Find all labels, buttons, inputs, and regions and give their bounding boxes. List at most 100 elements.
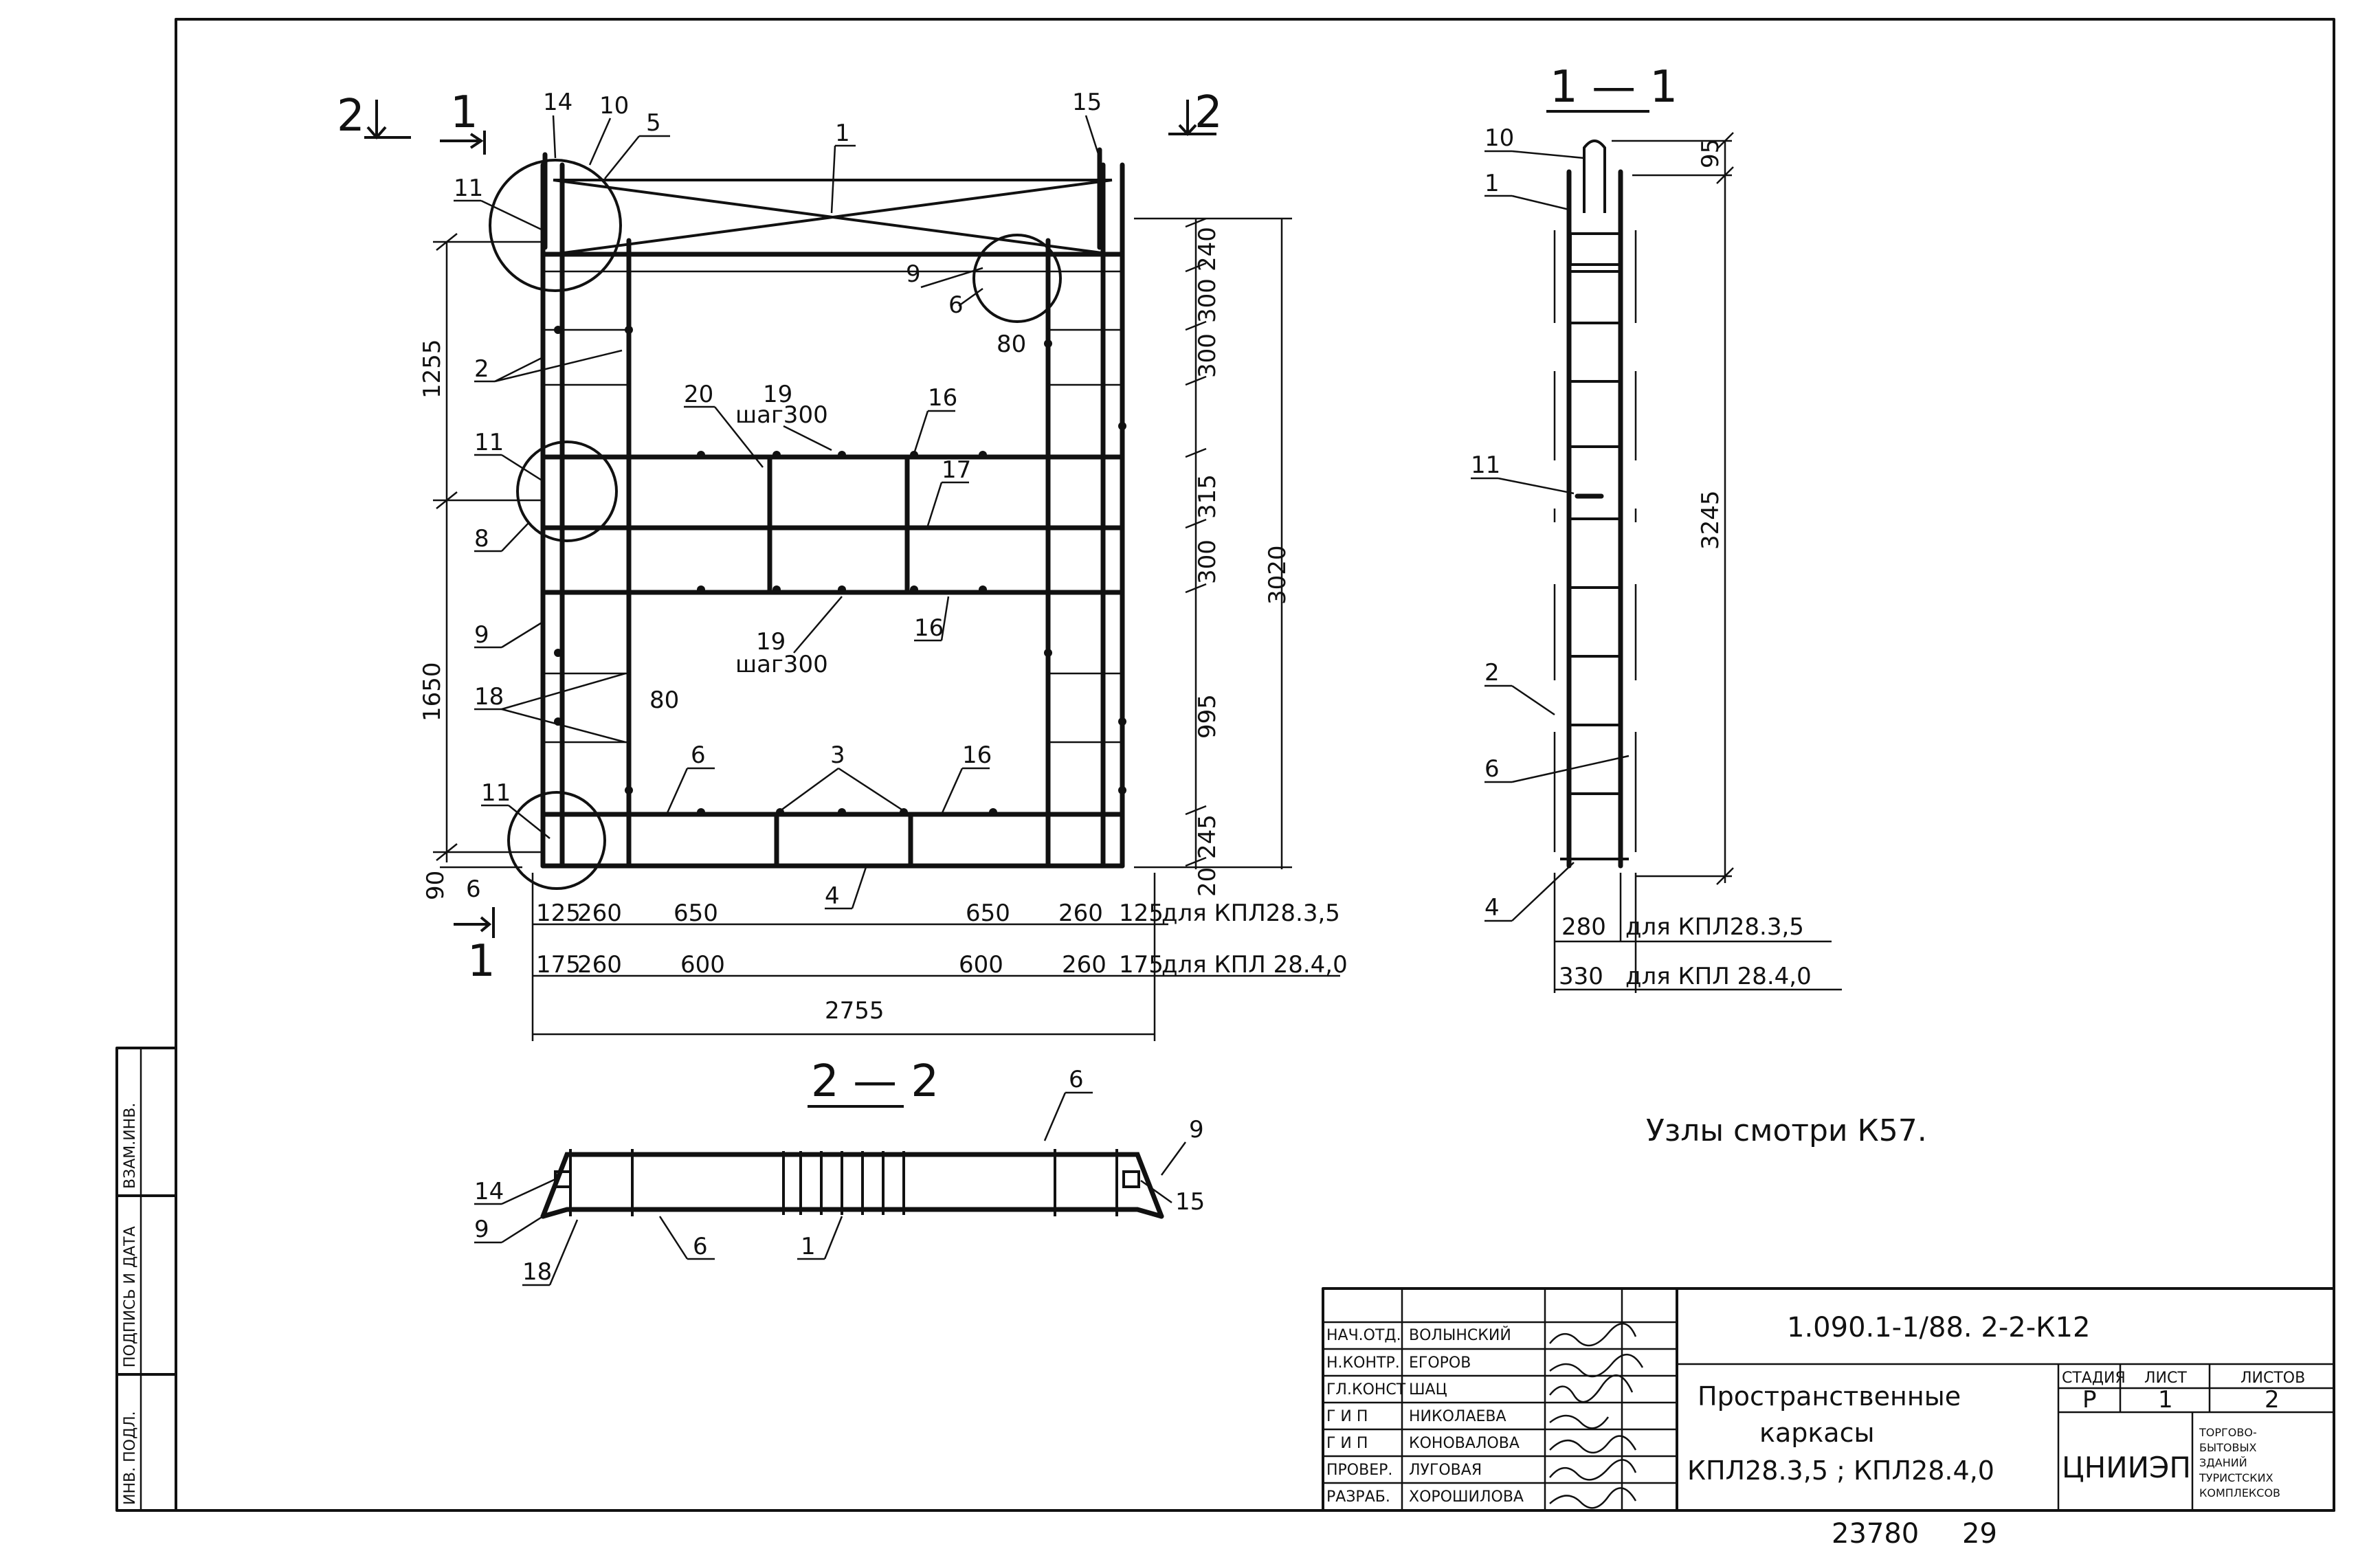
dim-2755: 2755 bbox=[825, 997, 885, 1025]
s22-pos-14: 14 bbox=[474, 1178, 504, 1205]
pos-16-a: 16 bbox=[928, 384, 957, 412]
s11-pos-10: 10 bbox=[1484, 124, 1514, 152]
sheet-frame bbox=[175, 18, 2335, 1512]
section-1-1-view: 1 — 1 95 3245 bbox=[1471, 62, 1842, 993]
dim-245: 245 bbox=[1194, 814, 1221, 859]
dim-1650: 1650 bbox=[419, 662, 446, 722]
s22-pos-6-bottom: 6 bbox=[693, 1233, 708, 1260]
dim-330: 330 bbox=[1559, 963, 1603, 990]
tb-sheet: 1 bbox=[2158, 1386, 2173, 1414]
tb-sheets-header: ЛИСТОВ bbox=[2240, 1370, 2305, 1387]
pos-11-a: 11 bbox=[454, 175, 483, 202]
side-stamp: ИНВ. ПОДЛ. ПОДПИСЬ И ДАТА ВЗАМ.ИНВ. bbox=[115, 1047, 177, 1512]
note-for-kpl-40: для КПЛ 28.4,0 bbox=[1161, 951, 1348, 979]
tb-role-0: НАЧ.ОТД. bbox=[1326, 1327, 1401, 1344]
pos-4: 4 bbox=[825, 882, 840, 910]
dim-600-l: 600 bbox=[680, 951, 725, 979]
tb-org-note-3: ЗДАНИЙ bbox=[2199, 1456, 2247, 1469]
pos-6-top: 6 bbox=[948, 291, 964, 319]
dim-650-r: 650 bbox=[966, 900, 1010, 927]
pos-17: 17 bbox=[942, 456, 971, 484]
pos-11-c: 11 bbox=[481, 779, 511, 807]
signatures bbox=[1549, 1322, 1644, 1509]
tb-org-note-4: ТУРИСТСКИХ bbox=[2199, 1471, 2273, 1484]
section-1-1-title: 1 — 1 bbox=[1550, 62, 1678, 113]
dim-300-a: 300 bbox=[1194, 278, 1221, 323]
tb-sheets: 2 bbox=[2265, 1386, 2280, 1414]
tb-role-3: Г И П bbox=[1326, 1408, 1368, 1425]
section-mark-2-left: 2 bbox=[337, 91, 365, 142]
dim-80-top: 80 bbox=[997, 331, 1026, 358]
dim-995: 995 bbox=[1194, 694, 1221, 739]
dim-3020: 3020 bbox=[1264, 545, 1291, 605]
pos-9-mid: 9 bbox=[474, 621, 489, 649]
dim-80-mid: 80 bbox=[649, 687, 679, 714]
section-2-2-view: 2 — 2 6 9 15 14 9 18 6 1 bbox=[474, 1056, 1205, 1286]
step-mid: шаг300 bbox=[735, 651, 828, 678]
pos-6-mid: 6 bbox=[691, 741, 706, 769]
dim-240: 240 bbox=[1194, 227, 1221, 271]
dim-3245: 3245 bbox=[1697, 490, 1724, 550]
tb-sheet-header: ЛИСТ bbox=[2144, 1370, 2187, 1387]
footer-page: 29 bbox=[1962, 1518, 1997, 1550]
tb-org: ЦНИИЭП bbox=[2062, 1451, 2191, 1484]
dim-125-r: 125 bbox=[1119, 900, 1164, 927]
tb-name-3: НИКОЛАЕВА bbox=[1409, 1408, 1506, 1425]
s22-pos-18: 18 bbox=[522, 1258, 552, 1286]
tb-role-5: ПРОВЕР. bbox=[1326, 1462, 1392, 1479]
nodes-note: Узлы смотри К57. bbox=[1646, 1113, 1927, 1148]
section-2-2-title: 2 — 2 bbox=[811, 1056, 939, 1107]
step-top: шаг300 bbox=[735, 401, 828, 429]
tb-role-1: Н.КОНТР. bbox=[1326, 1354, 1400, 1372]
tb-name-4: КОНОВАЛОВА bbox=[1409, 1435, 1520, 1452]
pos-16-c: 16 bbox=[962, 741, 992, 769]
pos-18: 18 bbox=[474, 683, 504, 711]
s11-pos-6: 6 bbox=[1484, 755, 1500, 783]
note-for-kpl-35-b: для КПЛ28.3,5 bbox=[1625, 913, 1804, 941]
side-stamp-inv: ИНВ. ПОДЛ. bbox=[122, 1411, 139, 1505]
dim-300-c: 300 bbox=[1194, 539, 1221, 584]
tb-role-4: Г И П bbox=[1326, 1435, 1368, 1452]
note-for-kpl-35: для КПЛ28.3,5 bbox=[1161, 900, 1340, 927]
dim-95: 95 bbox=[1697, 139, 1724, 168]
pos-20: 20 bbox=[684, 381, 713, 408]
dim-125-l: 125 bbox=[536, 900, 581, 927]
pos-2: 2 bbox=[474, 355, 489, 383]
s22-pos-9-right: 9 bbox=[1189, 1116, 1204, 1143]
tb-role-2: ГЛ.КОНСТ bbox=[1326, 1381, 1406, 1398]
tb-stage-header: СТАДИЯ bbox=[2062, 1370, 2126, 1387]
dim-315: 315 bbox=[1194, 474, 1221, 519]
note-for-kpl-40-b: для КПЛ 28.4,0 bbox=[1625, 963, 1812, 990]
tb-org-note-1: ТОРГОВО- bbox=[2199, 1426, 2257, 1439]
dim-260-r2: 260 bbox=[1062, 951, 1106, 979]
pos-19-mid: 19 bbox=[756, 628, 786, 656]
pos-5: 5 bbox=[646, 109, 661, 137]
s11-pos-11: 11 bbox=[1471, 451, 1500, 479]
tb-name-5: ЛУГОВАЯ bbox=[1409, 1462, 1482, 1479]
section-mark-1-top: 1 bbox=[450, 87, 478, 138]
tb-org-note-2: БЫТОВЫХ bbox=[2199, 1441, 2257, 1454]
tb-title-1: Пространственные bbox=[1698, 1381, 1961, 1412]
section-mark-2-right: 2 bbox=[1194, 87, 1223, 138]
dim-650-l: 650 bbox=[674, 900, 718, 927]
tb-name-2: ШАЦ bbox=[1409, 1381, 1447, 1398]
tb-org-note-5: КОМПЛЕКСОВ bbox=[2199, 1486, 2280, 1499]
dim-90: 90 bbox=[422, 871, 449, 900]
side-stamp-vzam: ВЗАМ.ИНВ. bbox=[122, 1103, 139, 1189]
dim-175-r: 175 bbox=[1119, 951, 1164, 979]
dim-1255: 1255 bbox=[419, 339, 446, 399]
side-stamp-sign: ПОДПИСЬ И ДАТА bbox=[122, 1226, 139, 1368]
tb-role-6: РАЗРАБ. bbox=[1326, 1488, 1390, 1506]
dim-260-r: 260 bbox=[1058, 900, 1103, 927]
tb-name-1: ЕГОРОВ bbox=[1409, 1354, 1471, 1372]
dim-20: 20 bbox=[1194, 867, 1221, 897]
dim-260-l2: 260 bbox=[577, 951, 622, 979]
dim-300-b: 300 bbox=[1194, 333, 1221, 378]
s11-pos-4: 4 bbox=[1484, 894, 1500, 922]
pos-10-top: 10 bbox=[599, 92, 629, 120]
tb-title-3: КПЛ28.3,5 ; КПЛ28.4,0 bbox=[1687, 1455, 1994, 1486]
s22-pos-15: 15 bbox=[1175, 1188, 1205, 1216]
dim-260-l: 260 bbox=[577, 900, 622, 927]
s22-pos-1: 1 bbox=[801, 1233, 816, 1260]
pos-8: 8 bbox=[474, 525, 489, 553]
